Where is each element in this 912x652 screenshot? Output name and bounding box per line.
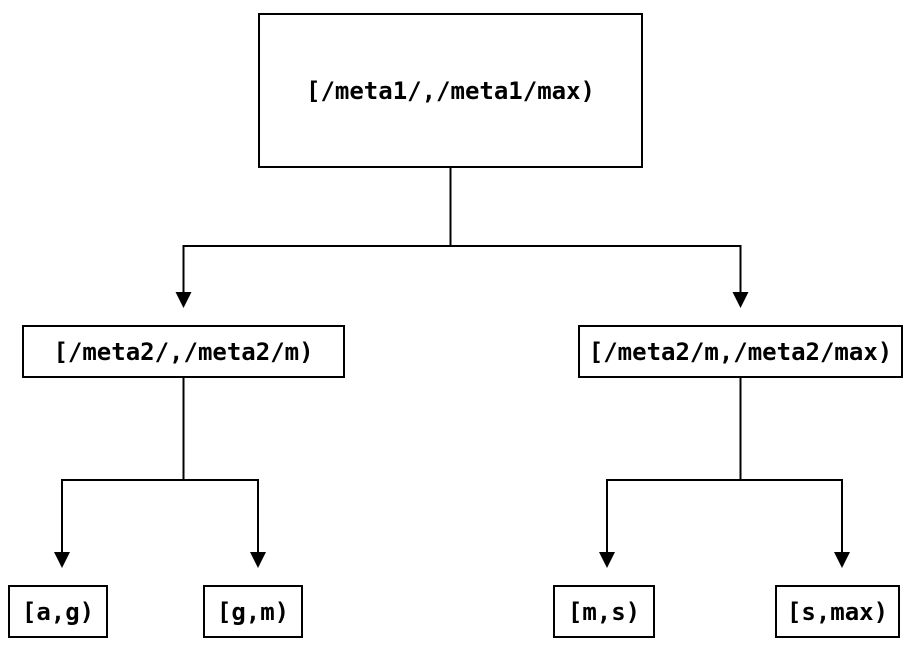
node-leaf-ag-label: [a,g)	[21, 597, 95, 626]
node-left-child-label: [/meta2/,/meta2/m)	[53, 337, 314, 366]
node-leaf-ag: [a,g)	[8, 585, 108, 638]
node-leaf-ms-label: [m,s)	[567, 597, 641, 626]
node-right-child-label: [/meta2/m,/meta2/max)	[588, 337, 893, 366]
node-right-child: [/meta2/m,/meta2/max)	[578, 325, 903, 378]
node-left-child: [/meta2/,/meta2/m)	[22, 325, 345, 378]
arrowhead-down-icon	[599, 552, 615, 568]
node-leaf-gm: [g,m)	[203, 585, 303, 638]
node-root-label: [/meta1/,/meta1/max)	[306, 76, 595, 105]
node-leaf-smax: [s,max)	[775, 585, 900, 638]
arrowhead-down-icon	[732, 292, 749, 308]
node-leaf-ms: [m,s)	[553, 585, 655, 638]
node-leaf-smax-label: [s,max)	[786, 597, 889, 626]
arrowhead-down-icon	[250, 552, 266, 568]
node-leaf-gm-label: [g,m)	[216, 597, 290, 626]
arrowhead-down-icon	[175, 292, 192, 308]
node-root: [/meta1/,/meta1/max)	[258, 13, 643, 168]
arrowhead-down-icon	[54, 552, 70, 568]
arrowhead-down-icon	[834, 552, 850, 568]
